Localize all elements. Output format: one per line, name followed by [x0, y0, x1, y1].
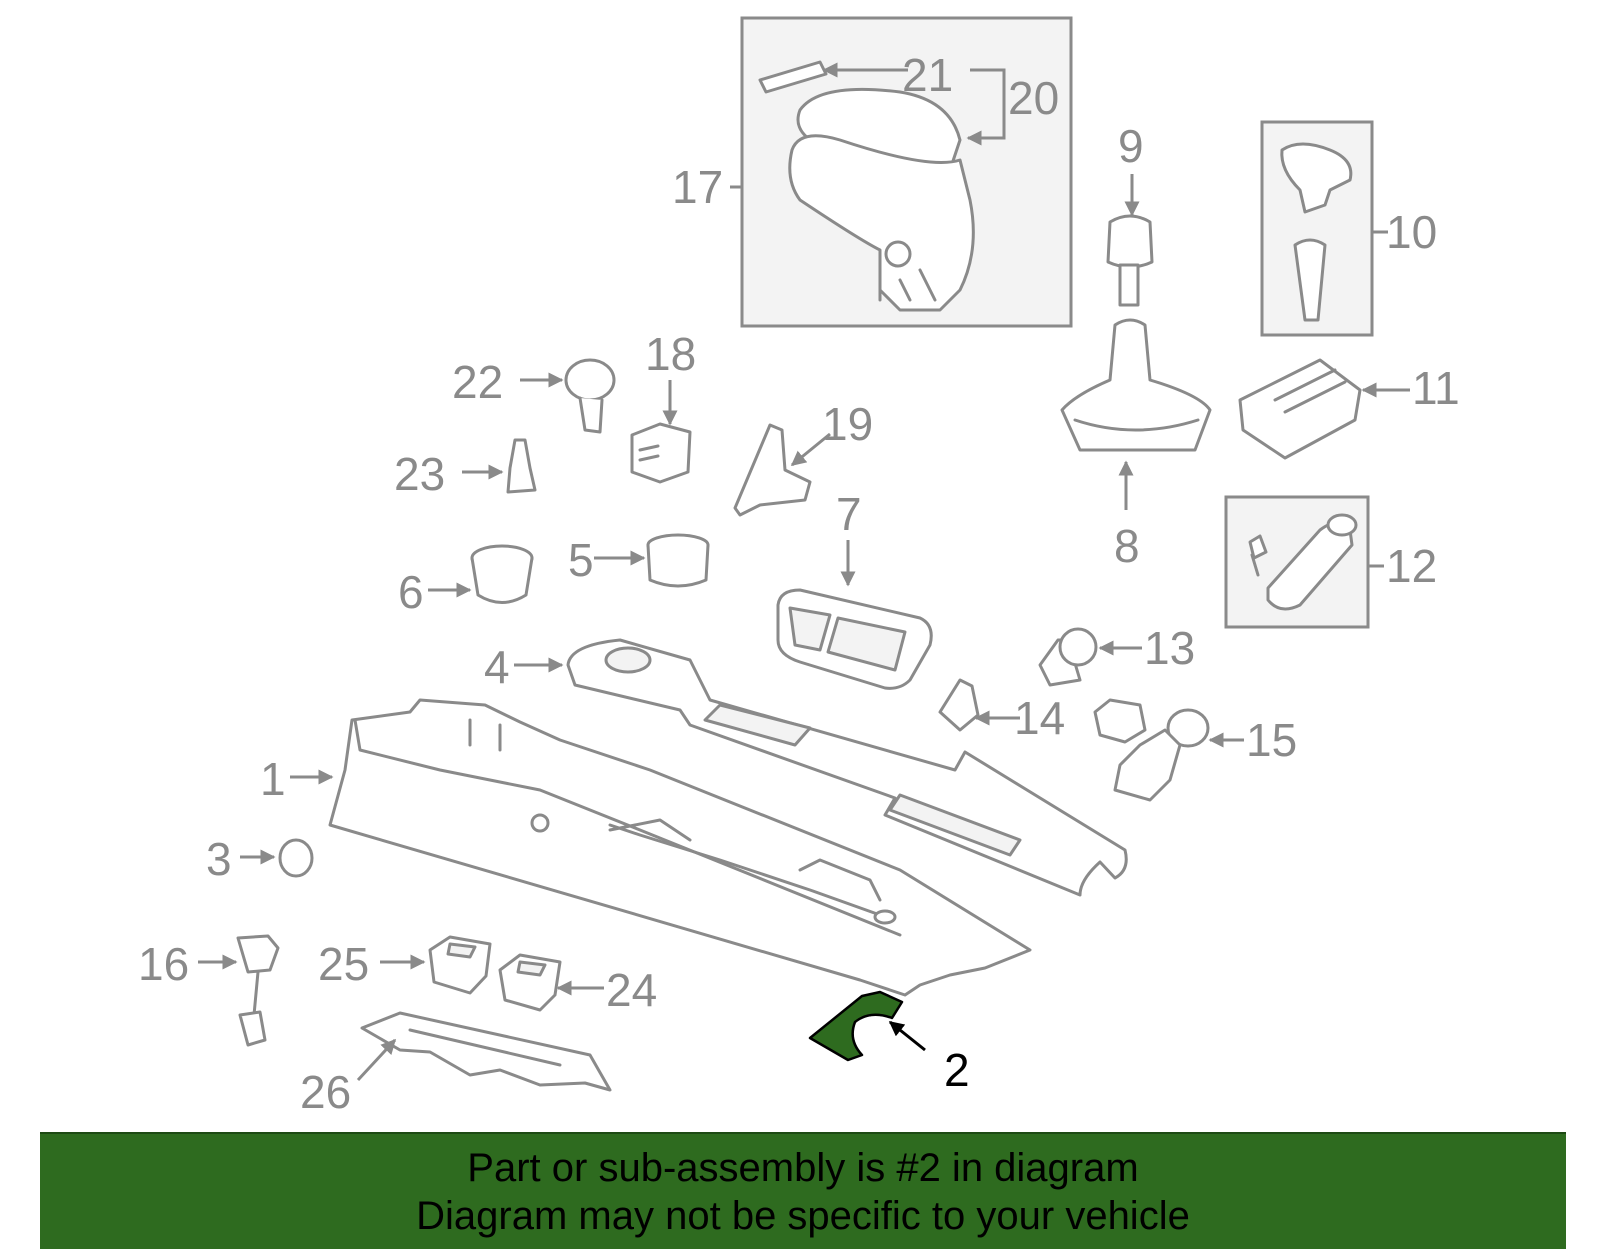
switch-16: [236, 934, 280, 1047]
console-trim-panel-4: [566, 638, 1128, 897]
banner-line-2: Diagram may not be specific to your vehi…: [416, 1193, 1190, 1238]
callout-16: 16: [138, 938, 189, 990]
callout-1: 1: [260, 753, 286, 805]
callout-numbers: 21 20 17 9 10 11 12 8 13 14 15 7 4 1 3 5…: [138, 49, 1460, 1118]
storage-tray-7: [776, 588, 933, 690]
highlighted-part-2: [808, 990, 904, 1062]
callout-8: 8: [1114, 520, 1140, 572]
info-banner: Part or sub-assembly is #2 in diagram Di…: [40, 1132, 1566, 1249]
callout-23: 23: [394, 448, 445, 500]
callout-21: 21: [902, 49, 953, 101]
callout-24: 24: [606, 964, 657, 1016]
callout-12: 12: [1386, 540, 1437, 592]
callout-19: 19: [822, 398, 873, 450]
callout-25: 25: [318, 938, 369, 990]
knob-22: [564, 358, 616, 434]
cup-holder-5: [646, 533, 710, 588]
callout-26: 26: [300, 1066, 351, 1118]
shift-knob: [1106, 214, 1154, 307]
bulb-23: [506, 438, 537, 494]
callout-18: 18: [645, 328, 696, 380]
shift-boot: [1060, 318, 1212, 452]
callout-9: 9: [1118, 120, 1144, 172]
callout-22: 22: [452, 356, 503, 408]
trim-strip-26: [360, 1011, 612, 1092]
callout-13: 13: [1144, 622, 1195, 674]
banner-line-1: Part or sub-assembly is #2 in diagram: [467, 1145, 1139, 1190]
callout-4: 4: [484, 641, 510, 693]
shift-cover: [1238, 358, 1362, 460]
callout-6: 6: [398, 566, 424, 618]
shift-knob-box: [1260, 120, 1374, 337]
cup-holder-6: [470, 544, 534, 604]
callout-10: 10: [1386, 206, 1437, 258]
module-18: [630, 422, 692, 484]
switch-25: [428, 935, 492, 995]
callout-5: 5: [568, 534, 594, 586]
socket-assembly-15: [1093, 698, 1210, 802]
leader-lines: [198, 62, 1410, 1082]
callout-2-highlighted: 2: [944, 1044, 970, 1096]
callout-15: 15: [1246, 714, 1297, 766]
bracket-19: [733, 423, 812, 517]
callout-14: 14: [1014, 692, 1065, 744]
socket-13: [1038, 627, 1098, 687]
cigarette-lighter-box: [1224, 495, 1370, 629]
plug-3: [278, 838, 314, 878]
callout-11: 11: [1412, 362, 1460, 414]
callout-17: 17: [672, 161, 723, 213]
callout-20: 20: [1008, 72, 1059, 124]
switch-24: [498, 953, 562, 1012]
center-console-1: [328, 698, 1032, 997]
callout-7: 7: [836, 488, 862, 540]
callout-3: 3: [206, 833, 232, 885]
bulb-14: [938, 678, 980, 732]
